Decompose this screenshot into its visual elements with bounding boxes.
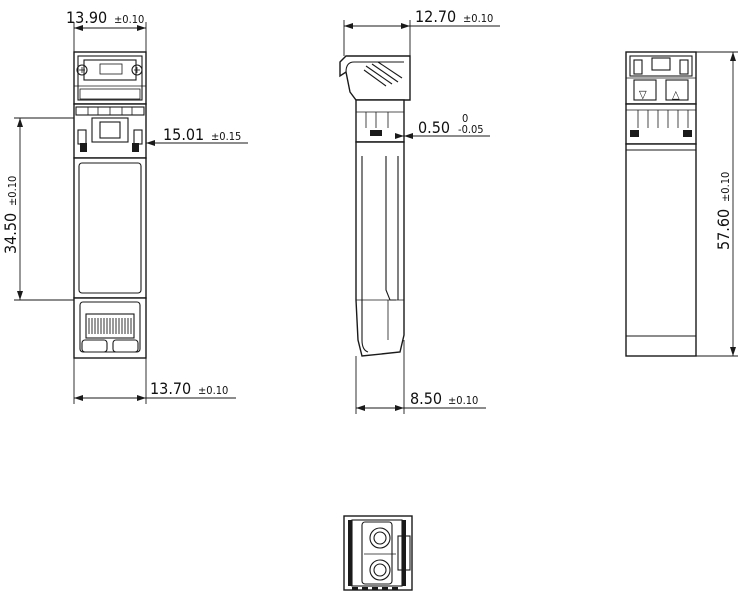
dim-front-latch-width-value: 15.01 [163, 125, 204, 144]
dim-front-body-width: 13.70 ±0.10 [73, 358, 236, 404]
end-fiber-port-top [369, 527, 391, 549]
dim-side-bail-depth: 12.70 ±0.10 [343, 7, 500, 56]
dim-side-body-depth: 8.50 ±0.10 [355, 340, 486, 414]
dim-front-top-width-value: 13.90 [66, 8, 107, 27]
dim-side-step: 0.50 0 -0.05 [395, 110, 490, 140]
front-bail [73, 51, 147, 105]
dim-back-total-length: 57.60 ±0.10 [696, 51, 738, 357]
side-body [355, 141, 405, 357]
side-view [339, 55, 411, 357]
dim-side-step-tol-lower: -0.05 [458, 123, 484, 136]
dim-front-top-width: 13.90 ±0.10 [66, 8, 147, 52]
front-port-contacts [88, 318, 132, 334]
back-slot-right [683, 130, 692, 137]
dim-front-latch-width-tolerance: ±0.15 [211, 130, 241, 143]
dim-side-body-depth-value: 8.50 [410, 389, 442, 408]
front-screw-left [76, 64, 88, 76]
back-mark-right: △ [672, 88, 680, 101]
dim-front-body-height-value: 34.50 [1, 213, 20, 254]
dim-front-body-height: 34.50 ±0.10 [1, 117, 74, 301]
dim-front-latch-width: 15.01 ±0.15 [146, 125, 248, 146]
dim-side-step-value: 0.50 [418, 118, 450, 137]
end-fiber-port-bottom [369, 559, 391, 581]
side-latch-slot [370, 130, 382, 136]
front-view [73, 51, 147, 359]
dim-back-total-length-tolerance: ±0.10 [719, 172, 732, 202]
front-body [73, 157, 147, 299]
back-mark-left: ▽ [639, 88, 647, 101]
dim-side-bail-depth-tolerance: ±0.10 [463, 12, 493, 25]
back-slot-left [630, 130, 639, 137]
dim-back-total-length-value: 57.60 [714, 209, 733, 250]
end-housing [343, 515, 413, 591]
front-label-area [78, 162, 142, 294]
dim-side-body-depth-tolerance: ±0.10 [448, 394, 478, 407]
front-latch-slot-left [80, 143, 87, 152]
dim-side-step-tol-upper: 0 [462, 112, 468, 125]
dim-front-top-width-tolerance: ±0.10 [114, 13, 144, 26]
dim-front-body-width-tolerance: ±0.10 [198, 384, 228, 397]
side-grip-ribs [363, 61, 403, 87]
back-view: ▽ △ [625, 51, 697, 357]
dim-side-bail-depth-value: 12.70 [415, 7, 456, 26]
front-latch-slot-right [132, 143, 139, 152]
back-body [625, 143, 697, 357]
end-view [343, 515, 413, 591]
dim-front-body-height-tolerance: ±0.10 [6, 176, 19, 206]
dim-front-body-width-value: 13.70 [150, 379, 191, 398]
front-screw-right [131, 64, 143, 76]
